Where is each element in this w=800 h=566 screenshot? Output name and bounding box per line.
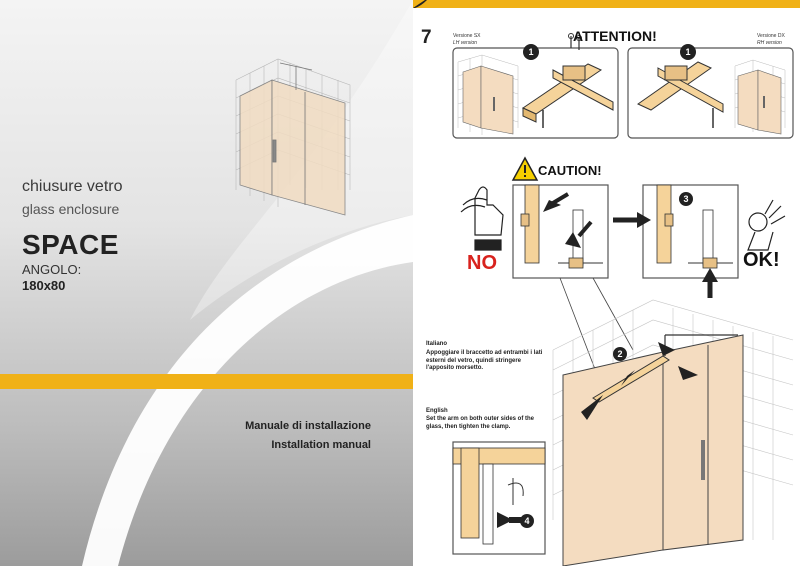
ok-label: OK!: [743, 249, 780, 271]
callout-3: 3: [683, 194, 688, 204]
instruction-illustrations: 1 1 2 3 4: [413, 0, 800, 566]
italian-heading: Italiano: [426, 341, 448, 347]
english-instructions: Set the arm on both outer sides of the g…: [426, 416, 535, 430]
size-label: 180x80: [22, 278, 66, 293]
detail-box-correct: [613, 184, 739, 298]
warning-triangle-icon: [511, 156, 539, 181]
cover-page: chiusure vetro glass enclosure SPACE ANG…: [0, 0, 413, 566]
leader-line: [592, 277, 634, 351]
cover-subtitle: glass enclosure: [22, 201, 120, 217]
cover-decoration: [235, 58, 351, 216]
version-left-italian: Versione SX: [453, 33, 481, 39]
top-accent-bar: [413, 0, 800, 8]
callout-2: 2: [617, 349, 622, 359]
version-left-english: LH version: [453, 40, 477, 46]
caution-heading: CAUTION!: [538, 163, 602, 178]
version-right-english: RH version: [757, 40, 782, 46]
manual-title-english: Installation manual: [271, 439, 371, 451]
panel-rh-version: [627, 44, 794, 139]
english-heading: English: [426, 408, 448, 414]
instruction-page: 1 1 2 3 4 7 ATTENTION! Versione SX LH ve…: [413, 0, 800, 566]
detail-box-clamp: [452, 441, 546, 555]
manual-title-italian: Manuale di installazione: [245, 420, 371, 432]
step-number: 7: [421, 27, 432, 48]
glass-panels: [239, 62, 346, 216]
version-right-italian: Versione DX: [757, 33, 785, 39]
italian-instructions: Appoggiare il braccetto ad entrambi i la…: [426, 350, 543, 371]
callout-1-left: 1: [528, 47, 533, 57]
main-shower-enclosure: [552, 299, 794, 566]
detail-box-wrong: [512, 184, 609, 279]
cover-title: chiusure vetro: [22, 178, 123, 195]
ok-hand-icon: [747, 199, 786, 251]
accent-bar: [0, 374, 413, 389]
attention-heading: ATTENTION!: [573, 28, 657, 44]
callout-1-right: 1: [685, 47, 690, 57]
product-name: SPACE: [22, 229, 119, 260]
callout-4: 4: [524, 516, 529, 526]
no-label: NO: [467, 252, 497, 274]
panel-lh-version: [452, 33, 619, 139]
model-label: ANGOLO:: [22, 262, 82, 277]
thumbs-down-hand-icon: [460, 186, 504, 251]
